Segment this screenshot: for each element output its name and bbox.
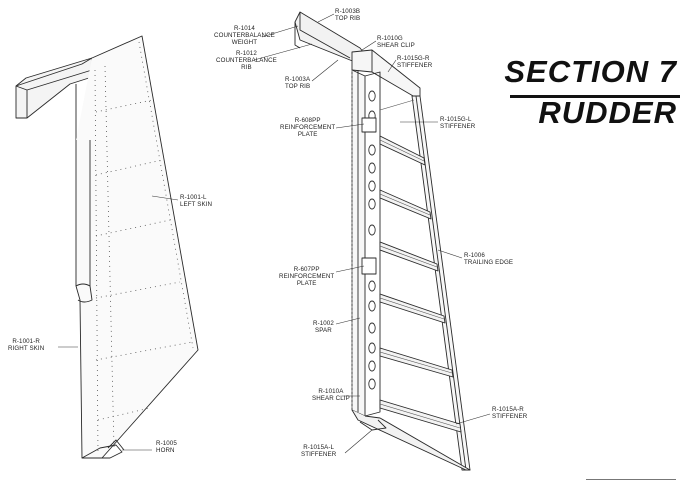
part-name: STIFFENER: [440, 123, 476, 130]
part-name: LEFT SKIN: [180, 201, 213, 208]
part-number: R-1015G-R: [397, 55, 430, 62]
part-name: STIFFENER: [397, 62, 433, 69]
callout-r1010a: R-1010A SHEAR CLIP: [312, 388, 350, 402]
callout-r1006: R-1006 TRAILING EDGE: [464, 252, 513, 266]
part-name: STIFFENER: [492, 413, 528, 420]
section-number-title: SECTION 7: [504, 54, 677, 89]
part-name: SHEAR CLIP: [312, 395, 350, 402]
part-number: R-1015G-L: [440, 116, 472, 123]
part-name: REINFORCEMENT: [280, 124, 336, 131]
part-number: R-1015A-R: [492, 406, 524, 413]
part-number: R-1002: [313, 320, 334, 327]
part-name: TRAILING EDGE: [464, 259, 514, 266]
part-name: PLATE: [296, 280, 317, 287]
callout-r1010g: R-1010G SHEAR CLIP: [377, 35, 415, 49]
part-name: RIB: [241, 64, 252, 71]
part-number: R-1014: [233, 25, 255, 32]
part-name: TOP RIB: [285, 83, 311, 90]
part-number: R-1003B: [335, 8, 361, 15]
internal-structure-view: [294, 11, 471, 471]
callout-r1005: R-1005 HORN: [156, 440, 177, 454]
part-name: REINFORCEMENT: [279, 273, 335, 280]
callout-r1015a-r: R-1015A-R STIFFENER: [492, 406, 527, 420]
part-number: R-1005: [156, 440, 177, 447]
part-number: R-1001-L: [180, 194, 207, 201]
callout-r608pp: R-608PP REINFORCEMENT PLATE: [280, 117, 335, 138]
part-number: R-1015A-L: [303, 444, 335, 451]
callout-r1003b: R-1003B TOP RIB: [335, 8, 360, 22]
part-number: R-1001-R: [12, 338, 40, 345]
part-name: STIFFENER: [301, 451, 337, 458]
leader-lines: [58, 13, 491, 454]
part-name: RIGHT SKIN: [8, 345, 45, 352]
part-number: R-1012: [235, 50, 257, 57]
callout-r607pp: R-607PP REINFORCEMENT PLATE: [279, 266, 334, 287]
callout-r1002: R-1002 SPAR: [313, 320, 334, 334]
part-name: COUNTERBALANCE: [216, 57, 277, 64]
part-number: R-1006: [464, 252, 485, 259]
part-name: SHEAR CLIP: [377, 42, 415, 49]
callout-r1012: R-1012 COUNTERBALANCE RIB: [216, 50, 277, 71]
footer-rule: [586, 479, 676, 480]
callout-r1015g-l: R-1015G-L STIFFENER: [440, 116, 475, 130]
callout-r1014: R-1014 COUNTERBALANCE WEIGHT: [214, 25, 275, 46]
part-number: R-1010G: [377, 35, 403, 42]
part-name: WEIGHT: [231, 39, 258, 46]
part-name: COUNTERBALANCE: [214, 32, 275, 39]
part-name: HORN: [156, 447, 175, 454]
callout-r1003a: R-1003A TOP RIB: [285, 76, 310, 90]
callout-r1015g-r: R-1015G-R STIFFENER: [397, 55, 432, 69]
callout-r1001-r: R-1001-R RIGHT SKIN: [8, 338, 44, 352]
callout-r1001-l: R-1001-L LEFT SKIN: [180, 194, 212, 208]
callout-r1015a-l: R-1015A-L STIFFENER: [301, 444, 336, 458]
part-number: R-608PP: [294, 117, 321, 124]
part-number: R-1010A: [318, 388, 344, 395]
part-name: TOP RIB: [335, 15, 361, 22]
title-divider: [510, 95, 680, 98]
assembled-rudder-view: [15, 35, 199, 459]
section-name-title: RUDDER: [538, 95, 677, 130]
part-name: SPAR: [315, 327, 332, 334]
part-number: R-1003A: [285, 76, 311, 83]
part-number: R-607PP: [293, 266, 320, 273]
part-name: PLATE: [297, 131, 318, 138]
